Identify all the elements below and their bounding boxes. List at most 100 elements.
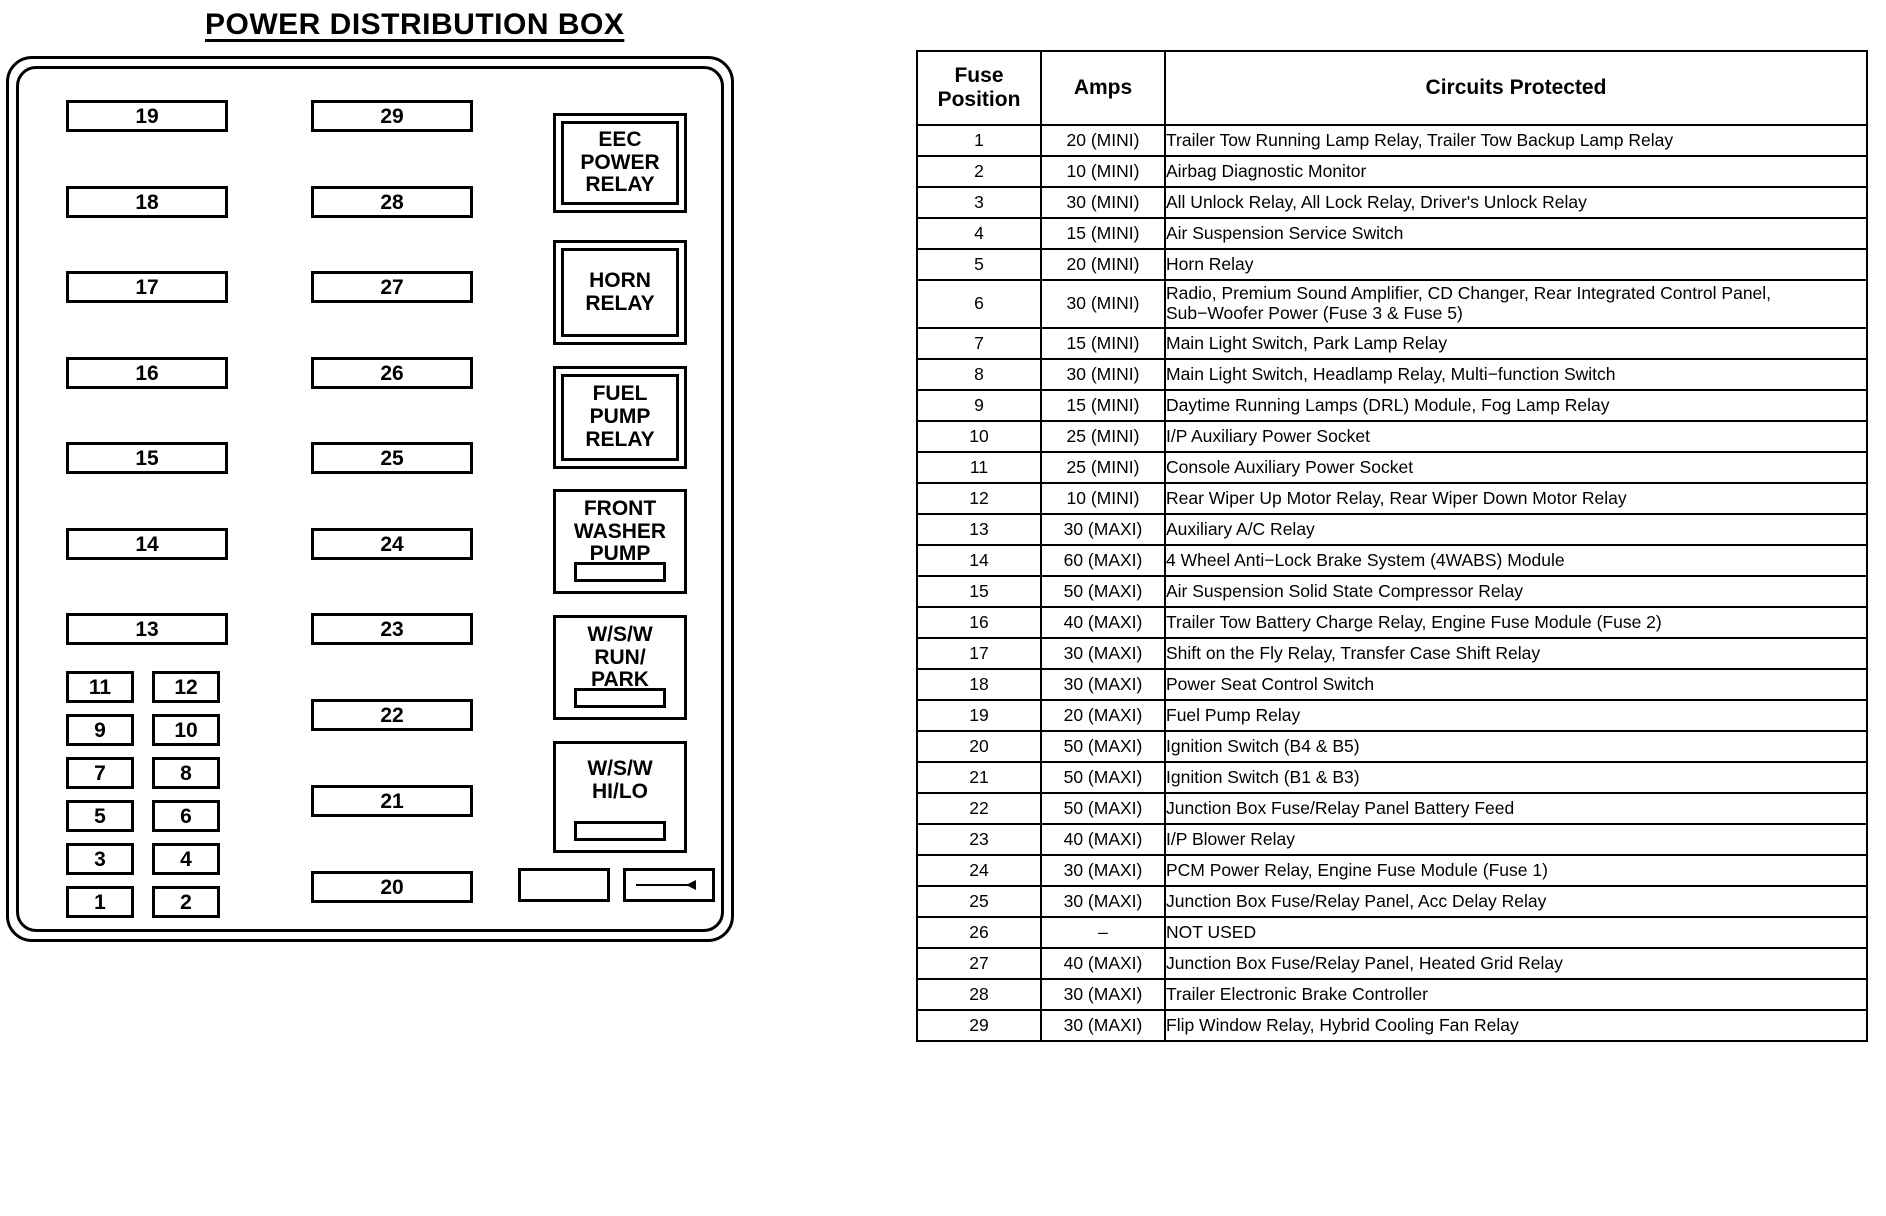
cell-circuits-protected: Auxiliary A/C Relay [1164, 513, 1868, 546]
column-header-amps: Amps [1040, 50, 1166, 126]
cell-circuits-protected: Flip Window Relay, Hybrid Cooling Fan Re… [1164, 1009, 1868, 1042]
fuse-slot-17[interactable]: 17 [66, 271, 228, 303]
cell-fuse-position: 4 [916, 217, 1042, 250]
cell-fuse-position: 1 [916, 124, 1042, 157]
fuse-slot-3[interactable]: 3 [66, 843, 134, 875]
cell-fuse-position: 15 [916, 575, 1042, 608]
fuse-slot-29[interactable]: 29 [311, 100, 473, 132]
cell-amps: 10 (MINI) [1040, 482, 1166, 515]
fuse-slot-6[interactable]: 6 [152, 800, 220, 832]
header-line-2: Position [937, 88, 1021, 111]
relay-label-line: RELAY [585, 291, 655, 315]
fuse-slot-2[interactable]: 2 [152, 886, 220, 918]
fuse-slot-23[interactable]: 23 [311, 613, 473, 645]
cell-fuse-position: 21 [916, 761, 1042, 794]
table-header: Fuse Position Amps Circuits Protected [916, 50, 1868, 126]
cell-amps: 30 (MINI) [1040, 186, 1166, 219]
relay-label-line: W/S/W [587, 623, 653, 646]
cell-circuits-protected: Airbag Diagnostic Monitor [1164, 155, 1868, 188]
relay-label-line: RELAY [585, 173, 655, 197]
fuse-slot-9[interactable]: 9 [66, 714, 134, 746]
cell-circuits-protected: Ignition Switch (B1 & B3) [1164, 761, 1868, 794]
relay-fuel-pump-relay[interactable]: FUEL PUMP RELAY [553, 366, 687, 469]
fuse-slot-26[interactable]: 26 [311, 357, 473, 389]
fuse-slot-8[interactable]: 8 [152, 757, 220, 789]
cell-circuits-protected: Air Suspension Solid State Compressor Re… [1164, 575, 1868, 608]
cell-amps: 40 (MAXI) [1040, 947, 1166, 980]
fuse-slot-22[interactable]: 22 [311, 699, 473, 731]
cell-amps: 40 (MAXI) [1040, 606, 1166, 639]
cell-amps: 25 (MINI) [1040, 420, 1166, 453]
fuse-slot-5[interactable]: 5 [66, 800, 134, 832]
fuse-slot-13[interactable]: 13 [66, 613, 228, 645]
cell-fuse-position: 23 [916, 823, 1042, 856]
relay-eec-power-relay[interactable]: EEC POWER RELAY [553, 113, 687, 213]
relay-label-line: W/S/W [587, 757, 653, 780]
cell-amps: 15 (MINI) [1040, 327, 1166, 360]
blank-slot-box[interactable] [518, 868, 610, 902]
fuse-slot-10[interactable]: 10 [152, 714, 220, 746]
fuse-slot-11[interactable]: 11 [66, 671, 134, 703]
fuse-slot-14[interactable]: 14 [66, 528, 228, 560]
fuse-slot-25[interactable]: 25 [311, 442, 473, 474]
cell-circuits-protected: Junction Box Fuse/Relay Panel, Acc Delay… [1164, 885, 1868, 918]
cell-circuits-protected: Main Light Switch, Park Lamp Relay [1164, 327, 1868, 360]
cell-circuits-protected: NOT USED [1164, 916, 1868, 949]
relay-label-line: POWER [580, 150, 660, 174]
relay-label-line: PUMP [589, 542, 651, 566]
relay-front-washer-pump[interactable]: FRONT WASHER PUMP [553, 489, 687, 594]
fuse-slot-20[interactable]: 20 [311, 871, 473, 903]
cell-amps: 25 (MINI) [1040, 451, 1166, 484]
fuse-slot-21[interactable]: 21 [311, 785, 473, 817]
cell-fuse-position: 25 [916, 885, 1042, 918]
cell-fuse-position: 11 [916, 451, 1042, 484]
cell-amps: 50 (MAXI) [1040, 761, 1166, 794]
cell-amps: 30 (MAXI) [1040, 885, 1166, 918]
cell-circuits-protected: Horn Relay [1164, 248, 1868, 281]
fuse-slot-12[interactable]: 12 [152, 671, 220, 703]
fuse-slot-19[interactable]: 19 [66, 100, 228, 132]
relay-wsw-run-park[interactable]: W/S/W RUN/ PARK [553, 615, 687, 720]
cell-amps: 50 (MAXI) [1040, 575, 1166, 608]
fuse-slot-7[interactable]: 7 [66, 757, 134, 789]
relay-tab [574, 688, 666, 708]
pdb-inner-housing [16, 66, 724, 932]
polarity-arrow-box[interactable] [623, 868, 715, 902]
relay-horn-relay[interactable]: HORN RELAY [553, 240, 687, 345]
relay-wsw-hi-lo[interactable]: W/S/W HI/LO [553, 741, 687, 853]
table-row: 26–NOT USED [916, 916, 1868, 949]
fuse-slot-18[interactable]: 18 [66, 186, 228, 218]
fuse-slot-1[interactable]: 1 [66, 886, 134, 918]
cell-amps: 15 (MINI) [1040, 389, 1166, 422]
column-header-fuse-position: Fuse Position [916, 50, 1042, 126]
fuse-slot-28[interactable]: 28 [311, 186, 473, 218]
column-header-circuits-protected: Circuits Protected [1164, 50, 1868, 126]
fuse-slot-15[interactable]: 15 [66, 442, 228, 474]
cell-amps: 30 (MAXI) [1040, 854, 1166, 887]
cell-fuse-position: 12 [916, 482, 1042, 515]
fuse-slot-27[interactable]: 27 [311, 271, 473, 303]
cell-fuse-position: 22 [916, 792, 1042, 825]
fuse-slot-4[interactable]: 4 [152, 843, 220, 875]
pdb-outer-housing [6, 56, 734, 942]
fuse-slot-24[interactable]: 24 [311, 528, 473, 560]
cell-fuse-position: 27 [916, 947, 1042, 980]
cell-circuits-protected: Fuel Pump Relay [1164, 699, 1868, 732]
cell-fuse-position: 14 [916, 544, 1042, 577]
cell-amps: 50 (MAXI) [1040, 730, 1166, 763]
cell-fuse-position: 2 [916, 155, 1042, 188]
fuse-slot-16[interactable]: 16 [66, 357, 228, 389]
relay-label-line: PARK [591, 668, 649, 692]
